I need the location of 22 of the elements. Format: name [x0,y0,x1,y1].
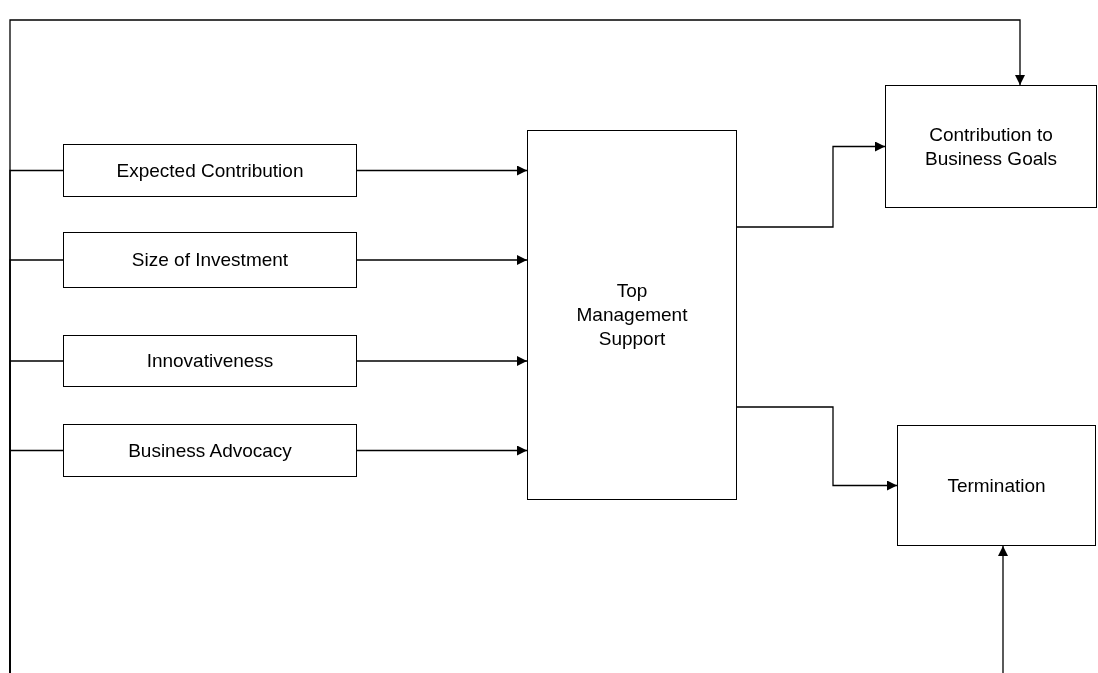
box-label: Business Advocacy [128,438,292,463]
arrow [356,356,528,366]
process-box [63,424,357,477]
process-box [63,335,357,387]
arrow [736,141,886,228]
arrow [356,165,528,176]
process-box [897,425,1096,546]
connector-line [9,449,64,673]
process-box [63,232,357,288]
box-label: Top Management Support [575,279,689,351]
box-label: Termination [947,473,1046,498]
process-box [527,130,737,500]
arrow [736,406,898,491]
box-label: Innovativeness [146,349,274,373]
process-box [885,85,1097,208]
box-label: Size of Investment [131,248,289,272]
arrow [356,445,528,456]
box-label: Contribution to Business Goals [924,122,1058,171]
arrow [998,545,1008,673]
process-box [63,144,357,197]
arrow [356,255,528,265]
box-label: Expected Contribution [116,158,304,183]
